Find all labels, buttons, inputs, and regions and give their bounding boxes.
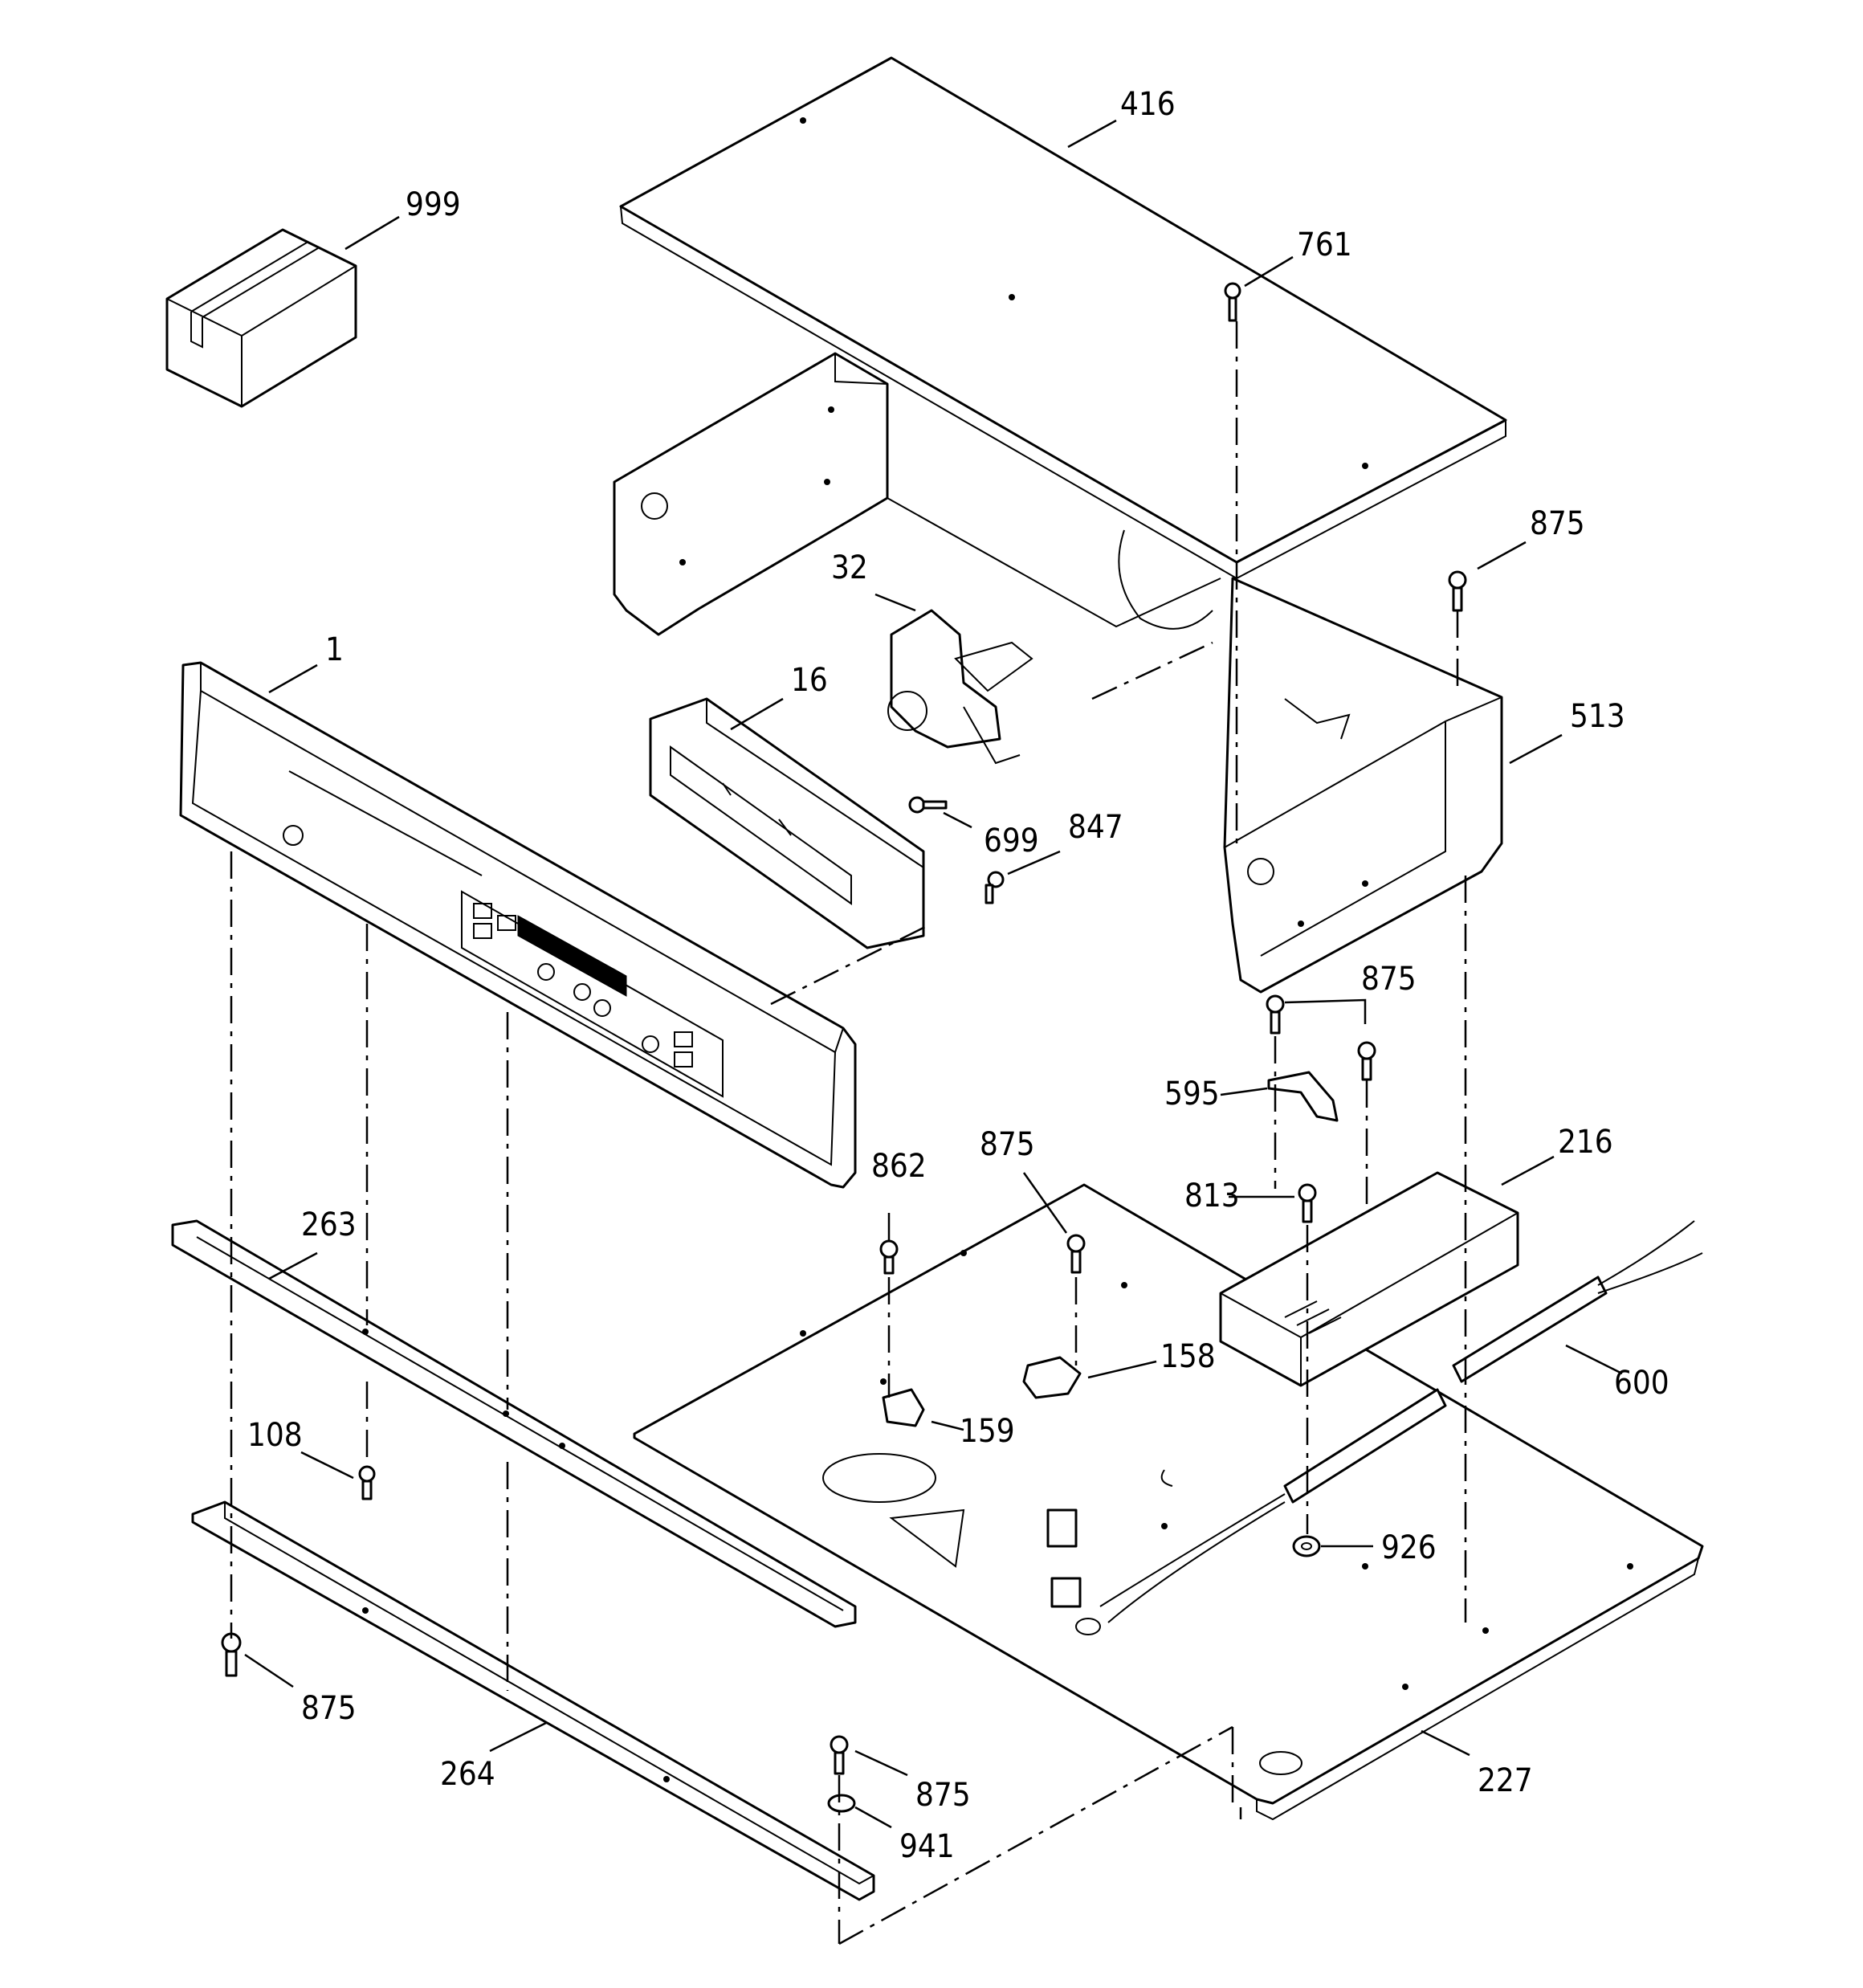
label-875-top: 875 — [1530, 505, 1585, 542]
label-16: 16 — [791, 662, 828, 699]
alignment-lines — [230, 321, 1467, 1945]
label-862: 862 — [871, 1148, 927, 1185]
label-699: 699 — [984, 823, 1039, 859]
frame-left-panel — [613, 352, 1221, 636]
part-16-control-board — [649, 697, 925, 949]
label-1: 1 — [325, 631, 344, 668]
screw-875-mid-a — [1266, 994, 1285, 1035]
washer-941 — [827, 1794, 856, 1813]
part-227-bottom-panel — [633, 1183, 1704, 1821]
part-159-thermostat — [882, 1388, 925, 1427]
label-761: 761 — [1297, 227, 1352, 263]
screw-847 — [984, 871, 1005, 904]
label-926: 926 — [1381, 1529, 1437, 1566]
leader-lines — [244, 119, 1623, 1829]
label-32: 32 — [831, 549, 868, 586]
label-264: 264 — [440, 1756, 495, 1793]
label-159: 159 — [960, 1413, 1015, 1450]
label-999: 999 — [406, 186, 461, 223]
screw-862 — [879, 1239, 899, 1275]
screw-761 — [1224, 282, 1241, 322]
part-595-bracket — [1267, 1071, 1339, 1122]
grommet-926 — [1292, 1535, 1321, 1557]
part-513-side-panel — [1223, 577, 1503, 994]
label-813: 813 — [1184, 1178, 1240, 1214]
label-847: 847 — [1068, 809, 1123, 846]
label-595: 595 — [1164, 1076, 1220, 1112]
screw-875-bottom — [830, 1735, 849, 1775]
label-227: 227 — [1478, 1762, 1533, 1799]
screw-875-left — [221, 1632, 242, 1677]
label-875-mid: 875 — [1361, 961, 1417, 998]
screw-108 — [358, 1465, 376, 1500]
label-416: 416 — [1120, 86, 1176, 123]
screw-813 — [1298, 1183, 1317, 1223]
screw-875-mid-b — [1357, 1041, 1376, 1081]
label-263: 263 — [301, 1206, 357, 1243]
part-labels: 999 416 761 875 32 1 16 513 699 847 875 … — [247, 86, 1669, 1865]
part-263-trim — [171, 1219, 857, 1628]
label-158: 158 — [1160, 1338, 1216, 1375]
label-941: 941 — [899, 1828, 955, 1865]
part-999-box — [165, 228, 357, 408]
label-108: 108 — [247, 1417, 303, 1454]
part-216-heater-box — [1219, 1171, 1519, 1387]
part-264-bottom-trim — [191, 1500, 875, 1901]
label-875-center: 875 — [980, 1126, 1035, 1163]
part-1-control-panel — [179, 661, 857, 1189]
part-600-heating-element — [1046, 1220, 1703, 1635]
part-32-fan-motor — [887, 609, 1033, 765]
label-513: 513 — [1570, 698, 1625, 735]
screw-875-top — [1448, 570, 1467, 612]
part-158-thermostat — [1022, 1356, 1082, 1399]
label-875-left: 875 — [301, 1690, 357, 1727]
label-875-bottom: 875 — [915, 1777, 971, 1814]
label-600: 600 — [1614, 1365, 1669, 1402]
screw-875-center — [1066, 1234, 1086, 1274]
label-216: 216 — [1558, 1124, 1613, 1161]
screw-699 — [908, 796, 948, 814]
